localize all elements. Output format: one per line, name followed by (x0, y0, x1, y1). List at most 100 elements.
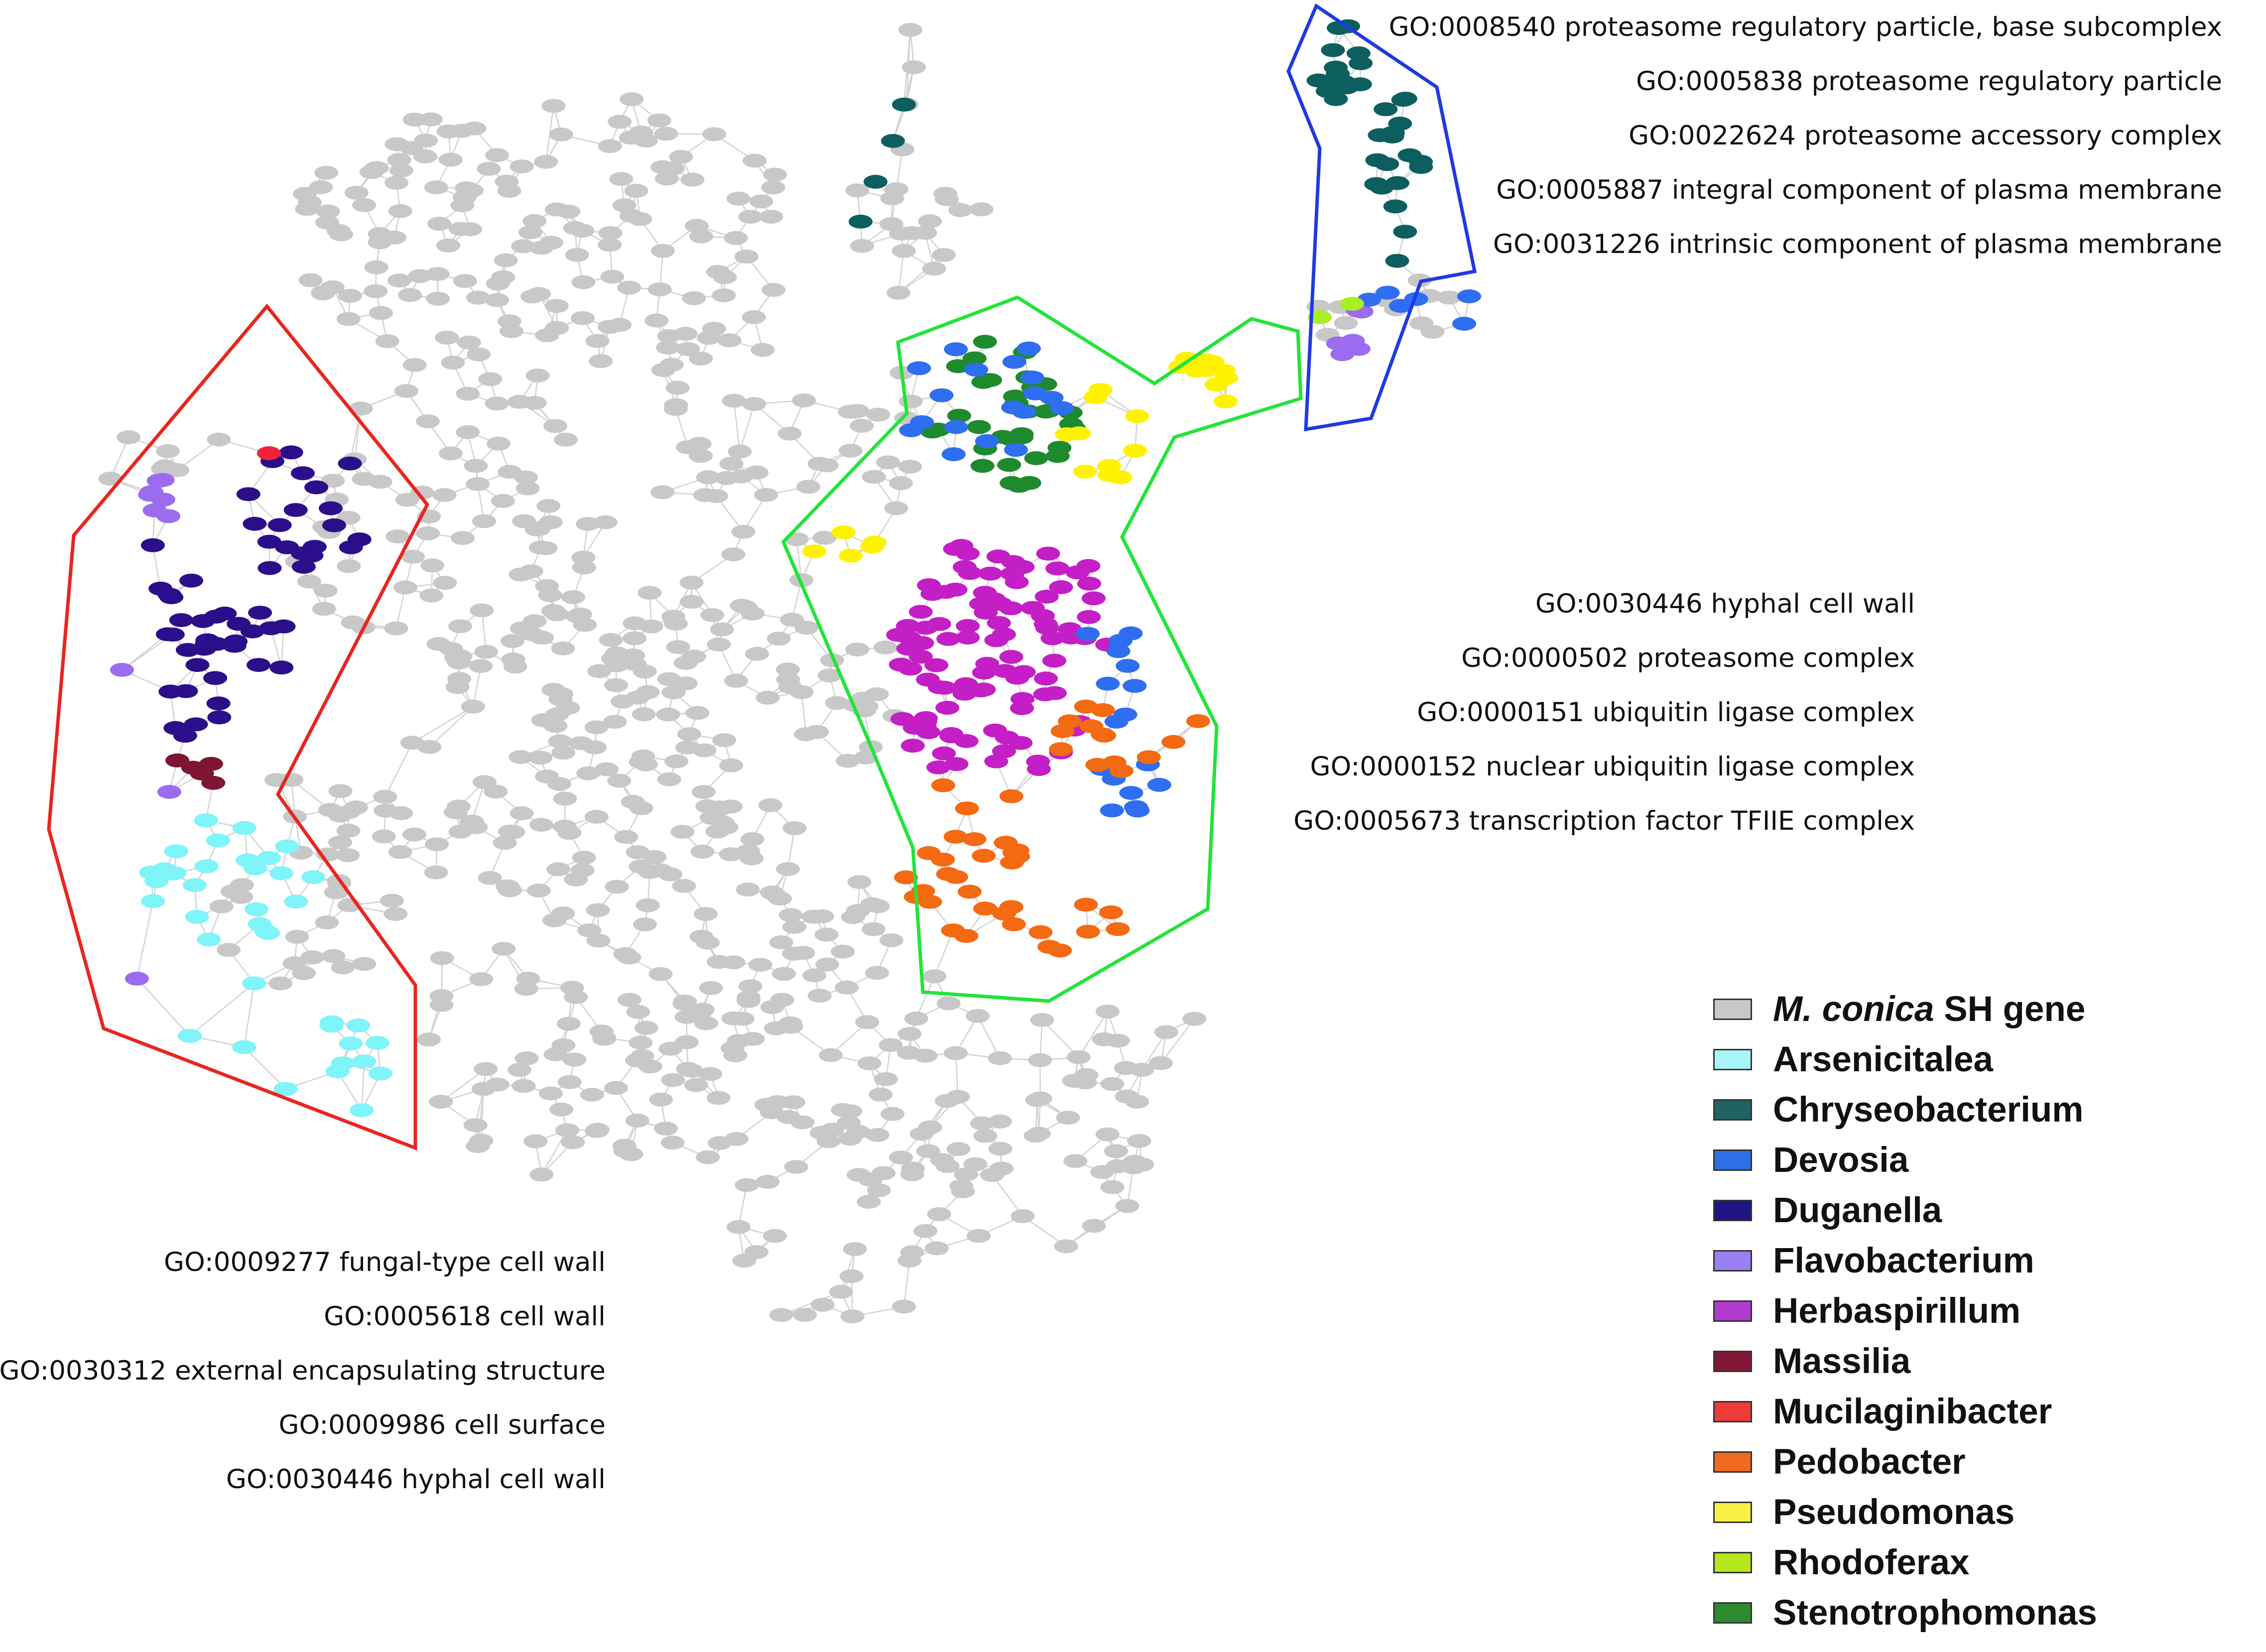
network-node (389, 163, 413, 178)
network-node (1000, 567, 1024, 581)
network-node (916, 1144, 940, 1158)
network-node (931, 778, 955, 792)
network-node (436, 124, 461, 138)
go-term: GO:0005887 integral component of plasma … (1496, 175, 2222, 205)
network-node (474, 1062, 498, 1076)
network-node (699, 981, 723, 995)
network-node (298, 273, 323, 287)
network-node (1393, 92, 1417, 106)
network-node (922, 261, 946, 276)
network-node (565, 609, 590, 624)
network-node (1049, 580, 1073, 594)
network-node (498, 824, 522, 839)
network-node (1056, 1111, 1080, 1125)
network-node (456, 386, 480, 401)
network-node (819, 1048, 843, 1062)
network-node (948, 203, 973, 217)
legend-swatch (1713, 1401, 1752, 1422)
network-node (242, 976, 266, 991)
network-node (802, 544, 827, 559)
network-node (561, 590, 585, 604)
legend-label: Arsenicitalea (1773, 1040, 1994, 1079)
network-node (694, 1016, 719, 1030)
network-node (492, 942, 516, 956)
network-edge (977, 1016, 1001, 1059)
network-edge (801, 692, 807, 735)
network-node (769, 1308, 793, 1322)
network-node (206, 696, 231, 711)
network-node (548, 734, 572, 749)
network-node (527, 287, 551, 301)
network-node (944, 1046, 968, 1060)
network-node (916, 725, 941, 740)
network-node (312, 602, 336, 616)
network-node (344, 185, 369, 200)
network-node (570, 863, 595, 878)
network-node (880, 217, 903, 231)
network-node (395, 493, 419, 507)
network-node (845, 183, 870, 198)
network-node (304, 480, 329, 495)
network-edge (136, 978, 190, 1036)
network-node (383, 907, 408, 921)
network-node (571, 550, 596, 565)
network-node (387, 273, 411, 288)
network-node (1383, 199, 1407, 214)
network-edge (384, 742, 413, 797)
network-node (1123, 443, 1147, 458)
network-node (141, 894, 165, 908)
network-node (424, 180, 448, 195)
network-node (608, 115, 632, 129)
network-node (1092, 1032, 1116, 1046)
network-edge (934, 930, 954, 977)
network-node (1007, 479, 1031, 493)
network-node (794, 621, 819, 635)
network-node (983, 723, 1007, 738)
network-node (910, 415, 934, 429)
network-node (169, 613, 193, 628)
network-node (557, 1075, 582, 1089)
network-node (838, 1132, 862, 1146)
network-node (493, 836, 517, 850)
network-node (349, 401, 373, 416)
network-node (525, 368, 550, 382)
network-node (497, 314, 521, 329)
network-node (679, 1063, 704, 1078)
network-node (1186, 714, 1210, 728)
network-node (1043, 686, 1067, 700)
network-node (236, 853, 260, 868)
network-node (740, 851, 764, 866)
network-node (647, 113, 671, 127)
go-term: GO:0022624 proteasome accessory complex (1629, 121, 2222, 151)
network-node (398, 288, 422, 302)
network-node (1346, 46, 1371, 61)
network-node (741, 1032, 765, 1046)
network-node (209, 899, 234, 913)
network-node (199, 757, 223, 771)
network-node (1001, 555, 1025, 569)
network-node (673, 656, 698, 670)
network-node (796, 480, 821, 494)
network-node (319, 1018, 344, 1033)
network-node (698, 1067, 723, 1081)
network-node (724, 673, 749, 688)
network-node (847, 1168, 871, 1182)
network-node (932, 248, 956, 262)
network-node (999, 649, 1023, 664)
network-node (1368, 128, 1392, 142)
network-node (889, 476, 913, 491)
network-node (619, 1147, 643, 1161)
network-node (509, 159, 534, 174)
network-node (802, 968, 827, 983)
network-node (1050, 401, 1074, 415)
network-node (706, 803, 731, 817)
network-node (520, 627, 544, 641)
network-node (776, 862, 800, 876)
go-term: GO:0000152 nuclear ubiquitin ligase comp… (1310, 752, 1915, 782)
network-node (352, 198, 377, 212)
network-node (922, 969, 947, 984)
network-node (1130, 1063, 1154, 1077)
network-edge (244, 1046, 286, 1090)
network-node (865, 966, 889, 980)
network-node (700, 608, 725, 623)
